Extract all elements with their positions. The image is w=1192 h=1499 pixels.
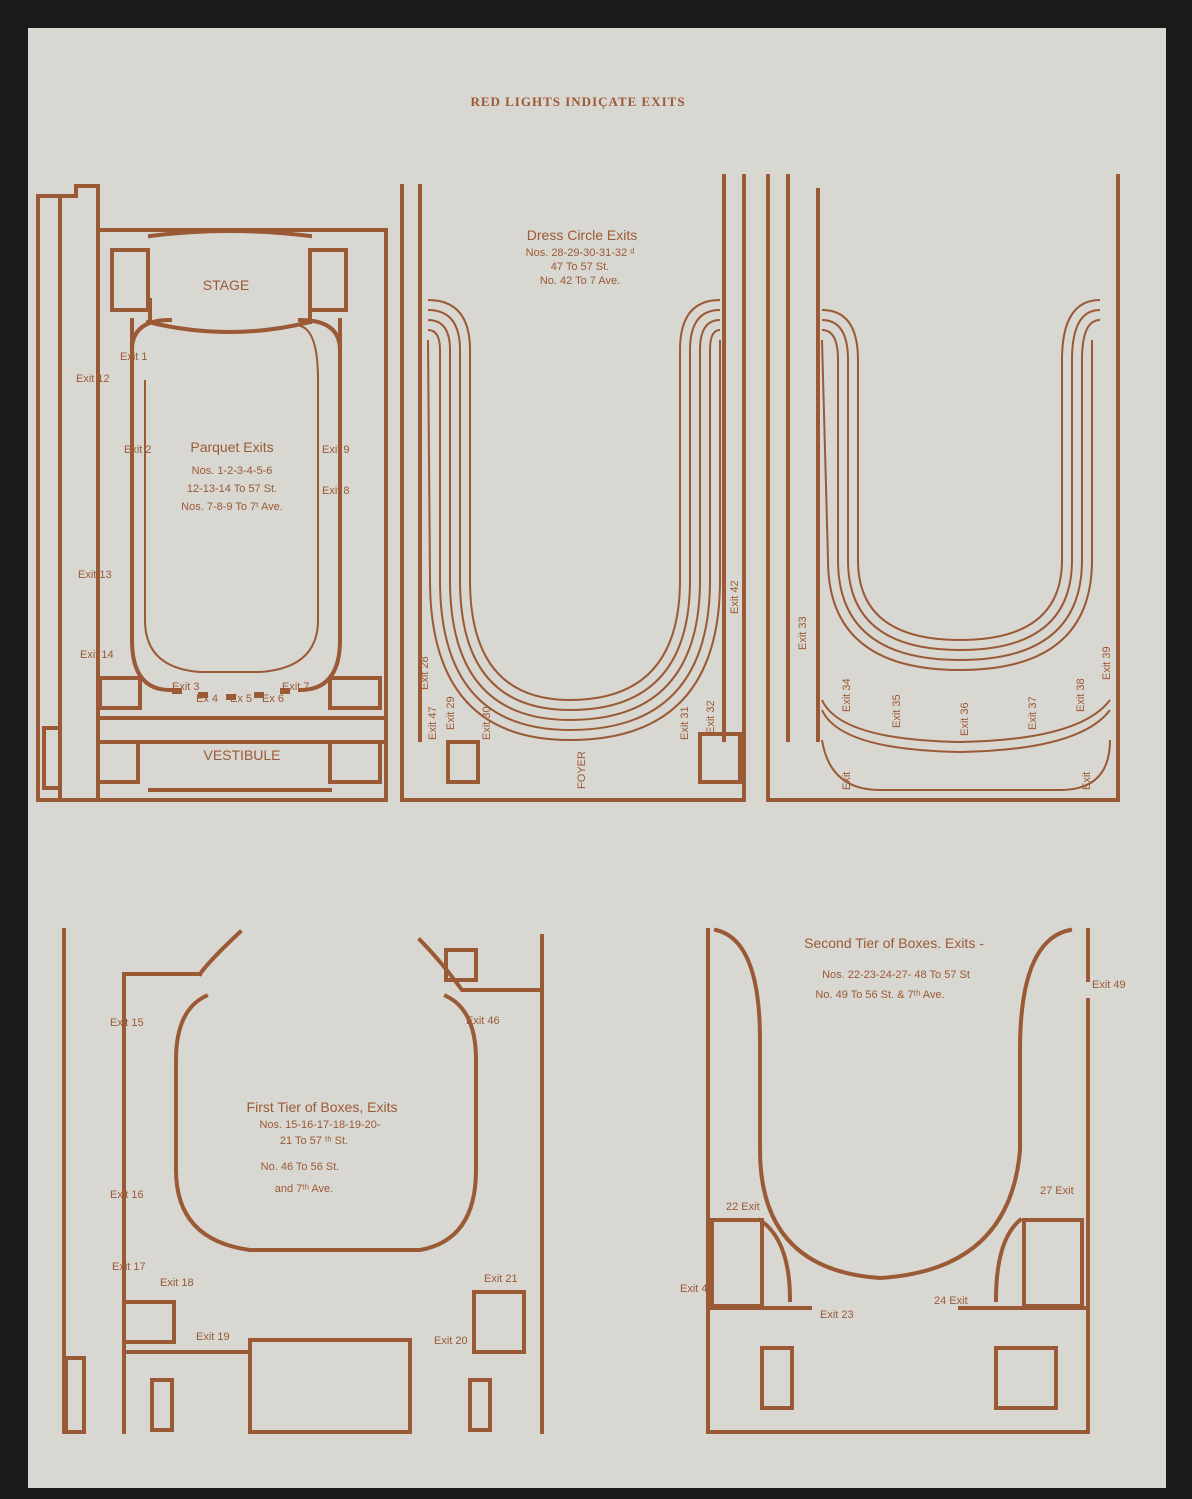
- exit-28: Exit 28: [419, 656, 431, 690]
- exit-46: Exit 46: [466, 1015, 500, 1027]
- exit-9: Exit 9: [322, 444, 350, 456]
- dress-circle-line-3: No. 42 To 7 Ave.: [540, 275, 620, 287]
- exit-27: 27 Exit: [1040, 1185, 1074, 1197]
- vestibule-label: VESTIBULE: [203, 747, 280, 763]
- exit-12: Exit 12: [76, 373, 110, 385]
- first-tier-line-1: Nos. 15-16-17-18-19-20-: [259, 1119, 380, 1131]
- dress-circle-plan: Dress Circle Exits Nos. 28-29-30-31-32 ᵈ…: [400, 174, 746, 802]
- second-tier-line-1: Nos. 22-23-24-27- 48 To 57 St: [822, 969, 970, 981]
- exit-49: Exit 49: [1092, 979, 1126, 991]
- page-header: RED LIGHTS INDIÇATE EXITS: [470, 94, 685, 109]
- exit-22: 22 Exit: [726, 1201, 760, 1213]
- exit-31: Exit 31: [679, 706, 691, 740]
- dress-circle-title: Dress Circle Exits: [527, 227, 637, 243]
- exit-5: Ex 5: [230, 693, 252, 705]
- second-tier-line-2: No. 49 To 56 St. & 7ᵗʰ Ave.: [815, 989, 944, 1001]
- exit-2: Exit 2: [124, 444, 152, 456]
- exit-4: Ex 4: [196, 693, 218, 705]
- exit-20: Exit 20: [434, 1335, 468, 1347]
- parquet-line-1: Nos. 1-2-3-4-5-6: [192, 465, 273, 477]
- exit-29: Exit 29: [445, 696, 457, 730]
- exit-34: Exit 34: [841, 678, 853, 712]
- exit-13: Exit 13: [78, 569, 112, 581]
- exit-39: Exit 39: [1101, 646, 1113, 680]
- exit-15: Exit 15: [110, 1017, 144, 1029]
- exit-33: Exit 33: [797, 616, 809, 650]
- exit-lower-left: Exit: [841, 772, 853, 790]
- exit-8: Exit 8: [322, 485, 350, 497]
- exit-21: Exit 21: [484, 1273, 518, 1285]
- exit-42: Exit 42: [729, 580, 741, 614]
- first-tier-line-4: and 7ᵗʰ Ave.: [275, 1183, 333, 1195]
- gallery-plan: Exit 33 Exit 34 Exit 35 Exit 36 Exit 37 …: [766, 174, 1120, 802]
- exit-6: Ex 6: [262, 693, 284, 705]
- exit-48: Exit 48: [680, 1283, 714, 1295]
- parquet-line-3: Nos. 7-8-9 To 7ᵗ Ave.: [181, 501, 283, 513]
- exit-16: Exit 16: [110, 1189, 144, 1201]
- exit-17: Exit 17: [112, 1261, 146, 1273]
- exit-37: Exit 37: [1027, 696, 1039, 730]
- first-tier-plan: First Tier of Boxes, Exits Nos. 15-16-17…: [62, 928, 544, 1434]
- exit-14: Exit 14: [80, 649, 114, 661]
- second-tier-title: Second Tier of Boxes. Exits -: [804, 935, 984, 951]
- exit-32: Exit 32: [705, 700, 717, 734]
- dress-circle-line-1: Nos. 28-29-30-31-32 ᵈ: [526, 247, 635, 259]
- exit-3: Exit 3: [172, 681, 200, 693]
- exit-19: Exit 19: [196, 1331, 230, 1343]
- exit-7: Exit 7: [282, 681, 310, 693]
- dress-circle-line-2: 47 To 57 St.: [551, 261, 610, 273]
- first-tier-line-3: No. 46 To 56 St.: [261, 1161, 340, 1173]
- exit-23: Exit 23: [820, 1309, 854, 1321]
- exit-35: Exit 35: [891, 694, 903, 728]
- foyer-label: FOYER: [576, 751, 588, 789]
- exit-30: Exit 30: [481, 706, 493, 740]
- first-tier-line-2: 21 To 57 ᵗʰ St.: [280, 1135, 348, 1147]
- exit-36: Exit 36: [959, 702, 971, 736]
- parquet-line-2: 12-13-14 To 57 St.: [187, 483, 277, 495]
- exit-18: Exit 18: [160, 1277, 194, 1289]
- exit-24: 24 Exit: [934, 1295, 968, 1307]
- stage-label: STAGE: [203, 277, 249, 293]
- exit-lower-right: Exit: [1081, 772, 1093, 790]
- exit-1: Exit 1: [120, 351, 148, 363]
- exit-47: Exit 47: [427, 706, 439, 740]
- second-tier-plan: Second Tier of Boxes. Exits - Nos. 22-23…: [680, 927, 1126, 1434]
- parquet-title: Parquet Exits: [190, 439, 273, 455]
- first-tier-title: First Tier of Boxes, Exits: [247, 1099, 398, 1115]
- exit-38: Exit 38: [1075, 678, 1087, 712]
- parquet-plan: STAGE VESTIBULE Parquet Exits Nos. 1-2-3…: [36, 184, 388, 802]
